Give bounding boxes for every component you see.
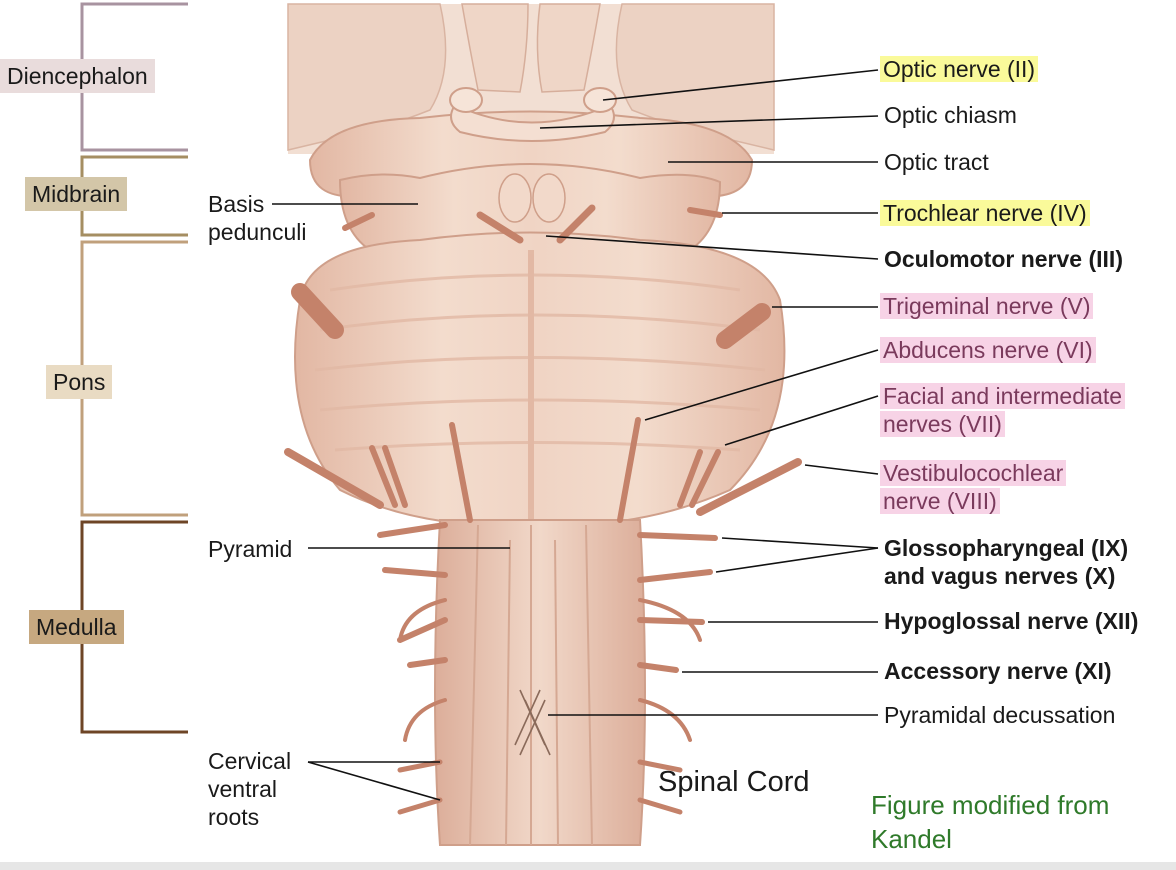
- medulla-shape: [434, 519, 646, 846]
- pons-shape: [294, 231, 786, 527]
- label-pyramidal-decussation: Pyramidal decussation: [884, 702, 1116, 728]
- trigeminal-text: Trigeminal nerve (V): [880, 293, 1094, 319]
- label-basis-line2: pedunculi: [208, 219, 307, 245]
- label-optic-chiasm: Optic chiasm: [884, 102, 1017, 128]
- vestibulo-line1-text: Vestibulocochlear: [880, 460, 1067, 486]
- optic-chiasm-shape: [450, 103, 615, 142]
- label-pyramid: Pyramid: [208, 536, 293, 562]
- label-optic-tract: Optic tract: [884, 149, 989, 175]
- abducens-text: Abducens nerve (VI): [880, 337, 1096, 363]
- credit-line2: Kandel: [871, 824, 952, 854]
- optic-nerve-text: Optic nerve (II): [880, 56, 1039, 82]
- region-medulla: Medulla: [29, 610, 124, 644]
- facial-line2-text: nerves (VII): [880, 411, 1005, 437]
- label-oculomotor: Oculomotor nerve (III): [884, 246, 1123, 272]
- label-cervical-line1: Cervical: [208, 748, 292, 774]
- glosso-line2-text: and vagus nerves (X): [884, 563, 1116, 589]
- label-cervical-line3: roots: [208, 804, 260, 830]
- label-basis-pedunculi: Basis pedunculi: [208, 190, 306, 246]
- region-diencephalon: Diencephalon: [0, 59, 155, 93]
- label-abducens: Abducens nerve (VI): [880, 336, 1096, 364]
- trochlear-text: Trochlear nerve (IV): [880, 200, 1090, 226]
- annotation-spinal-cord: Spinal Cord: [658, 766, 810, 798]
- facial-line1-text: Facial and intermediate: [880, 383, 1126, 409]
- label-optic-nerve: Optic nerve (II): [880, 55, 1039, 83]
- credit-line1: Figure modified from: [871, 790, 1110, 820]
- region-pons: Pons: [46, 365, 113, 399]
- optic-nerve-stump-left: [449, 87, 483, 113]
- label-vestibulocochlear: Vestibulocochlear nerve (VIII): [880, 459, 1067, 515]
- figure-credit: Figure modified from Kandel: [871, 788, 1109, 856]
- label-cervical-ventral-roots: Cervical ventral roots: [208, 747, 291, 831]
- frontal-lobe-right: [536, 3, 601, 93]
- label-basis-line1: Basis: [208, 191, 265, 217]
- label-cervical-line2: ventral: [208, 776, 278, 802]
- bottom-bar: [0, 862, 1176, 870]
- optic-nerve-stump-right: [583, 87, 617, 113]
- frontal-lobe-left: [461, 3, 529, 93]
- leader-lines: [272, 69, 879, 801]
- mammillary-right: [532, 173, 566, 223]
- label-trochlear: Trochlear nerve (IV): [880, 199, 1090, 227]
- cranial-nerves: [284, 204, 802, 815]
- label-hypoglossal: Hypoglossal nerve (XII): [884, 608, 1139, 634]
- medulla-columns: [469, 524, 593, 846]
- mammillary-left: [498, 173, 532, 223]
- region-midbrain: Midbrain: [25, 177, 128, 211]
- label-glossopharyngeal-vagus: Glossopharyngeal (IX) and vagus nerves (…: [884, 534, 1128, 590]
- pons-striations: [314, 250, 766, 520]
- decussation-hatch: [514, 689, 551, 756]
- glosso-line1-text: Glossopharyngeal (IX): [884, 535, 1129, 561]
- vestibulo-line2-text: nerve (VIII): [880, 488, 1000, 514]
- label-facial: Facial and intermediate nerves (VII): [880, 382, 1126, 438]
- label-accessory: Accessory nerve (XI): [884, 658, 1112, 684]
- label-trigeminal: Trigeminal nerve (V): [880, 292, 1094, 320]
